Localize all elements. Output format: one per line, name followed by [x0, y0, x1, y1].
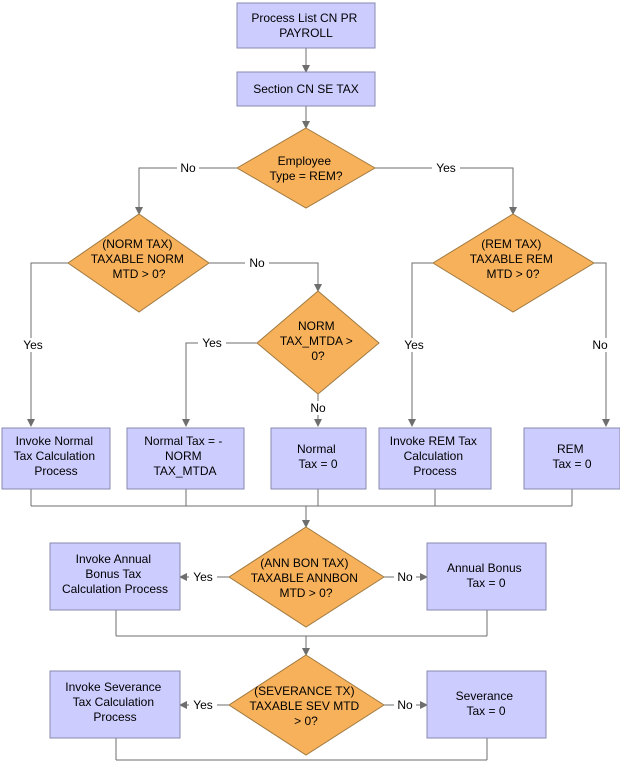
edge-mtda-yes: [182, 342, 257, 427]
label-norm-yes: Yes: [23, 338, 43, 352]
node-invoke-rem: Invoke REM Tax Calculation Process: [378, 427, 492, 490]
edge-norm-yes: [27, 262, 68, 427]
label-employee-yes: Yes: [436, 161, 456, 175]
node-rem-tax-decision: (REM TAX) TAXABLE REM MTD > 0?: [432, 213, 595, 313]
node-annual-bonus-zero: Annual Bonus Tax = 0: [426, 542, 547, 611]
label-mtda-yes: Yes: [202, 336, 222, 350]
edge-rem-no: [594, 262, 610, 427]
node-ann-bon-decision: (ANN BON TAX) TAXABLE ANNBON MTD > 0?: [228, 526, 385, 628]
node-process-list-text: Process List CN PR PAYROLL: [251, 11, 360, 40]
node-rem-tax-text: (REM TAX) TAXABLE REM MTD > 0?: [470, 237, 556, 281]
edge-rem-yes: [408, 262, 433, 427]
node-normal-tax-neg-text: Normal Tax = - NORM TAX_MTDA: [144, 434, 225, 478]
node-rem-tax-zero: REM Tax = 0: [523, 427, 620, 490]
node-invoke-annual-text: Invoke Annual Bonus Tax Calculation Proc…: [62, 552, 168, 596]
node-ann-bon-text: (ANN BON TAX) TAXABLE ANNBON MTD > 0?: [251, 556, 362, 600]
node-invoke-severance-text: Invoke Severance Tax Calculation Process: [65, 680, 164, 724]
node-section-tax: Section CN SE TAX: [236, 71, 376, 107]
node-norm-mtda-text: NORM TAX_MTDA > 0?: [280, 319, 356, 363]
label-ann-no: No: [397, 570, 413, 584]
node-employee-type-decision: Employee Type = REM?: [236, 127, 376, 209]
node-severance-text: (SEVERANCE TX) TAXABLE SEV MTD > 0?: [249, 684, 362, 728]
label-rem-no: No: [592, 338, 608, 352]
node-normal-tax-neg: Normal Tax = - NORM TAX_MTDA: [126, 427, 245, 490]
node-process-list: Process List CN PR PAYROLL: [236, 2, 376, 49]
node-norm-mtda-decision: NORM TAX_MTDA > 0?: [256, 290, 380, 395]
node-severance-zero: Severance Tax = 0: [426, 670, 547, 739]
node-section-tax-text: Section CN SE TAX: [253, 82, 359, 96]
node-rem-tax-zero-text: REM Tax = 0: [552, 442, 591, 471]
label-employee-no: No: [180, 161, 196, 175]
node-invoke-rem-text: Invoke REM Tax Calculation Process: [390, 434, 481, 478]
label-rem-yes: Yes: [404, 338, 424, 352]
edge-employee-no: [135, 167, 237, 215]
node-normal-tax-zero-text: Normal Tax = 0: [297, 442, 339, 471]
node-norm-tax-decision: (NORM TAX) TAXABLE NORM MTD > 0?: [67, 213, 210, 313]
label-sev-no: No: [397, 698, 413, 712]
node-employee-type-text: Employee Type = REM?: [269, 154, 342, 183]
edge-employee-yes: [375, 167, 517, 215]
label-sev-yes: Yes: [193, 698, 213, 712]
node-invoke-annual: Invoke Annual Bonus Tax Calculation Proc…: [49, 542, 181, 611]
node-invoke-normal-text: Invoke Normal Tax Calculation Process: [14, 434, 99, 478]
label-ann-yes: Yes: [193, 570, 213, 584]
label-mtda-no: No: [310, 401, 326, 415]
edge-labels: No Yes Yes No Yes No Yes No Yes No Yes N…: [20, 161, 611, 712]
node-invoke-normal: Invoke Normal Tax Calculation Process: [1, 427, 111, 490]
node-annual-bonus-zero-text: Annual Bonus Tax = 0: [447, 561, 525, 590]
node-norm-tax-text: (NORM TAX) TAXABLE NORM MTD > 0?: [91, 237, 187, 281]
node-severance-decision: (SEVERANCE TX) TAXABLE SEV MTD > 0?: [228, 654, 385, 756]
label-norm-no: No: [249, 256, 265, 270]
node-severance-zero-text: Severance Tax = 0: [456, 689, 517, 718]
node-normal-tax-zero: Normal Tax = 0: [270, 427, 367, 490]
node-invoke-severance: Invoke Severance Tax Calculation Process: [49, 670, 181, 739]
